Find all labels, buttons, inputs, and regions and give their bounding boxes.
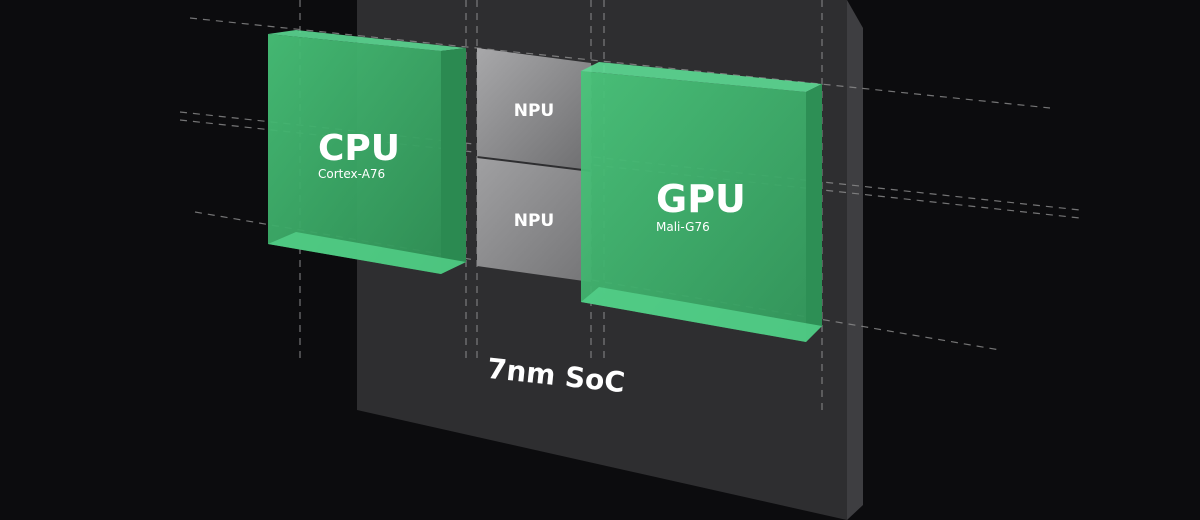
cpu-subtitle: Cortex-A76 <box>318 167 385 181</box>
gpu-block: GPU Mali-G76 <box>581 62 822 342</box>
gpu-block-top <box>581 62 822 92</box>
gpu-title: GPU <box>656 177 746 221</box>
gpu-block-bottom <box>581 287 822 342</box>
npu-block-top: NPU <box>477 48 591 170</box>
gpu-block-side <box>806 84 822 342</box>
gpu-subtitle: Mali-G76 <box>656 220 710 234</box>
cpu-block-face <box>268 34 441 274</box>
cpu-block-side <box>441 48 466 274</box>
soc-slab-side <box>847 0 863 520</box>
cpu-block: CPU Cortex-A76 <box>268 30 466 274</box>
npu-block-bottom: NPU <box>477 158 591 282</box>
cpu-block-top <box>268 30 466 51</box>
cpu-title: CPU <box>318 128 400 169</box>
cpu-block-bottom <box>268 232 466 274</box>
npu-bottom-label: NPU <box>514 211 555 231</box>
npu-top-label: NPU <box>514 101 555 121</box>
gpu-block-face <box>581 71 806 342</box>
